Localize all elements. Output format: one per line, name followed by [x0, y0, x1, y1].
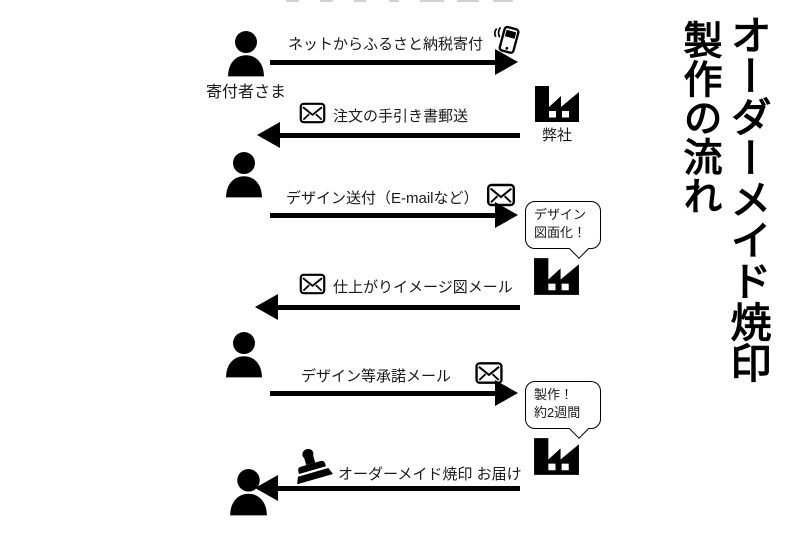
speech-bubble: 製作！ 約2週間: [525, 381, 601, 439]
person-icon: [222, 151, 266, 198]
company-label: 弊社: [541, 127, 572, 144]
factory-icon: [531, 256, 582, 297]
envelope-icon: [299, 102, 326, 124]
cropped-fragment: [286, 0, 299, 2]
person-icon: [224, 30, 268, 77]
bubble-text: 製作！: [534, 387, 574, 402]
arrowhead-icon: [495, 202, 518, 228]
page-title-line2: 製作の流れ: [678, 20, 721, 215]
arrowhead-icon: [255, 475, 278, 501]
step-3-label: デザイン送付（E-mailなど）: [286, 190, 479, 207]
envelope-icon: [299, 273, 326, 295]
speech-bubble: デザイン 図面化！: [525, 201, 601, 259]
arrowhead-icon: [495, 380, 518, 406]
envelope-icon: [486, 183, 516, 207]
arrow-left: [255, 294, 520, 320]
step-6-label: オーダーメイド焼印 お届け: [338, 466, 522, 483]
arrowhead-icon: [257, 122, 280, 148]
cropped-fragment: [320, 0, 333, 2]
cropped-fragment: [354, 0, 366, 2]
person-icon: [226, 467, 271, 517]
arrow-right: [270, 49, 518, 75]
page-title-line1: オーダーメイド焼印: [724, 14, 770, 383]
donor-label: 寄付者さま: [205, 84, 286, 101]
step-2-label: 注文の手引き書郵送: [333, 108, 469, 125]
cropped-fragment: [420, 0, 444, 2]
bubble-text: 図面化！: [534, 225, 587, 240]
step-1-label: ネットからふるさと納税寄付: [288, 36, 484, 53]
step-1-label-row: ネットからふるさと納税寄付: [288, 25, 520, 57]
factory-icon: [531, 436, 582, 477]
step-4-label-row: 仕上がりイメージ図メール: [299, 273, 513, 297]
step-3-label-row: デザイン送付（E-mailなど）: [286, 183, 516, 208]
bubble-text: デザイン: [534, 207, 587, 222]
arrow-left: [257, 122, 520, 148]
arrow-right: [270, 380, 518, 406]
arrowhead-icon: [255, 294, 278, 320]
cropped-fragment: [493, 0, 513, 2]
step-2-label-row: 注文の手引き書郵送: [299, 102, 468, 126]
person-icon: [222, 331, 266, 378]
step-5-label-row: デザイン等承諾メール: [301, 361, 503, 386]
step-6-label-row: オーダーメイド焼印 お届け: [291, 446, 522, 487]
factory-icon: [532, 85, 582, 123]
bubble-text: 約2週間: [534, 405, 581, 420]
cropped-fragment: [457, 0, 479, 2]
step-4-label: 仕上がりイメージ図メール: [333, 279, 513, 296]
arrowhead-icon: [495, 49, 518, 75]
arrow-left: [255, 475, 520, 501]
step-5-label: デザイン等承諾メール: [301, 368, 452, 385]
arrow-right: [270, 202, 518, 228]
cropped-fragment: [389, 0, 399, 2]
stamp-icon: [291, 446, 333, 487]
envelope-icon: [475, 361, 503, 385]
